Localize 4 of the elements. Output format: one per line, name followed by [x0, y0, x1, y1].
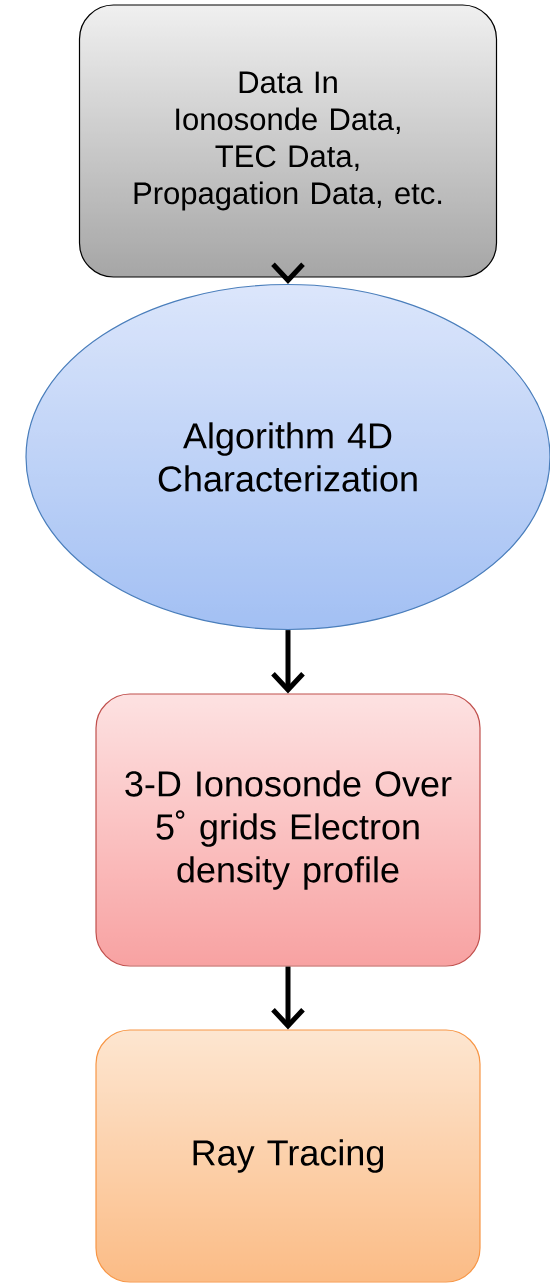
- process-box: 3-D Ionosonde Over 5˚ grids Electron density profile: [95, 693, 481, 967]
- process-box: Ray Tracing: [95, 1029, 481, 1283]
- arrow: [271, 262, 305, 284]
- process-box: Data In Ionosonde Data, TEC Data, Propagation Data, etc.: [78, 4, 498, 278]
